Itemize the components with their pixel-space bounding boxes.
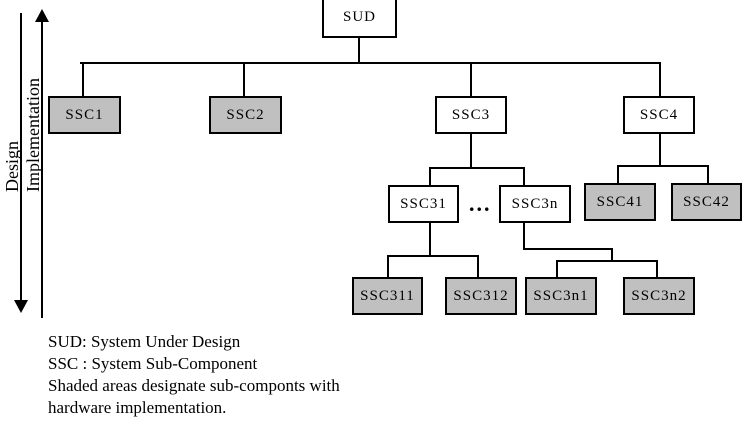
connector-ssc3n-bar bbox=[556, 260, 658, 262]
arrow-down-icon bbox=[14, 300, 28, 313]
node-ssc312-label: SSC312 bbox=[453, 287, 509, 304]
implementation-arrow-line bbox=[41, 21, 43, 318]
legend-line-sud: SUD: System Under Design bbox=[48, 332, 241, 351]
connector-drop-ssc312 bbox=[477, 255, 479, 277]
node-ssc41-label: SSC41 bbox=[596, 193, 644, 210]
connector-drop-ssc311 bbox=[387, 255, 389, 277]
connector-drop-ssc31 bbox=[429, 167, 431, 185]
connector-ssc31-stem bbox=[429, 223, 431, 255]
connector-ssc3n-jog-h bbox=[523, 248, 613, 250]
connector-drop-ssc3n2 bbox=[656, 260, 658, 277]
connector-ssc31-bar bbox=[387, 255, 479, 257]
connector-drop-ssc1 bbox=[82, 62, 84, 96]
node-ssc1-label: SSC1 bbox=[65, 106, 104, 123]
node-ssc31-label: SSC31 bbox=[400, 195, 447, 212]
connector-drop-ssc42 bbox=[707, 165, 709, 183]
node-ssc4: SSC4 bbox=[623, 96, 695, 134]
node-sud-label: SUD bbox=[342, 8, 376, 25]
legend-line-shaded-2: hardware implementation. bbox=[48, 398, 227, 417]
node-ssc311-label: SSC311 bbox=[360, 287, 415, 304]
connector-sud-stem bbox=[358, 38, 360, 62]
connector-drop-ssc3n bbox=[523, 167, 525, 185]
ellipsis-dots: ... bbox=[469, 191, 492, 216]
implementation-axis-label: Implementation bbox=[23, 78, 43, 192]
node-ssc31: SSC31 bbox=[388, 185, 459, 223]
connector-drop-ssc2 bbox=[243, 62, 245, 96]
node-ssc3n2-label: SSC3n2 bbox=[631, 287, 687, 304]
node-ssc3n2: SSC3n2 bbox=[623, 277, 695, 315]
node-ssc3-label: SSC3 bbox=[451, 106, 491, 123]
node-ssc1: SSC1 bbox=[48, 96, 121, 134]
node-ssc41: SSC41 bbox=[584, 183, 656, 221]
node-ssc3n1-label: SSC3n1 bbox=[533, 287, 589, 304]
connector-ssc3-bar bbox=[429, 167, 525, 169]
design-arrow-line bbox=[20, 13, 22, 302]
node-ssc3n-label: SSC3n bbox=[511, 195, 559, 212]
node-ssc312: SSC312 bbox=[445, 277, 517, 315]
node-sud: SUD bbox=[322, 0, 397, 38]
arrow-up-icon bbox=[35, 9, 49, 22]
connector-drop-ssc4 bbox=[659, 62, 661, 96]
node-ssc2: SSC2 bbox=[209, 96, 282, 134]
node-ssc4-label: SSC4 bbox=[639, 106, 679, 123]
legend: SUD: System Under Design SSC : System Su… bbox=[48, 331, 340, 419]
node-ssc311: SSC311 bbox=[352, 277, 423, 315]
node-ssc3: SSC3 bbox=[435, 96, 507, 134]
node-ssc42-label: SSC42 bbox=[683, 193, 730, 210]
legend-line-ssc: SSC : System Sub-Component bbox=[48, 354, 258, 373]
connector-ssc3-stem bbox=[470, 134, 472, 167]
node-ssc42: SSC42 bbox=[671, 183, 742, 221]
connector-ssc4-bar bbox=[617, 165, 709, 167]
node-ssc3n1: SSC3n1 bbox=[525, 277, 597, 315]
design-axis-label: Design bbox=[2, 141, 22, 192]
connector-ssc4-stem bbox=[659, 134, 661, 165]
connector-level2-bus bbox=[80, 62, 661, 64]
legend-line-shaded-1: Shaded areas designate sub-componts with bbox=[48, 376, 340, 395]
connector-ssc3n-jog-v bbox=[611, 248, 613, 262]
connector-drop-ssc3 bbox=[470, 62, 472, 96]
connector-drop-ssc3n1 bbox=[556, 260, 558, 277]
node-ssc3n: SSC3n bbox=[499, 185, 571, 223]
connector-ssc3n-stem bbox=[523, 223, 525, 250]
node-ssc2-label: SSC2 bbox=[226, 106, 265, 123]
connector-drop-ssc41 bbox=[617, 165, 619, 183]
